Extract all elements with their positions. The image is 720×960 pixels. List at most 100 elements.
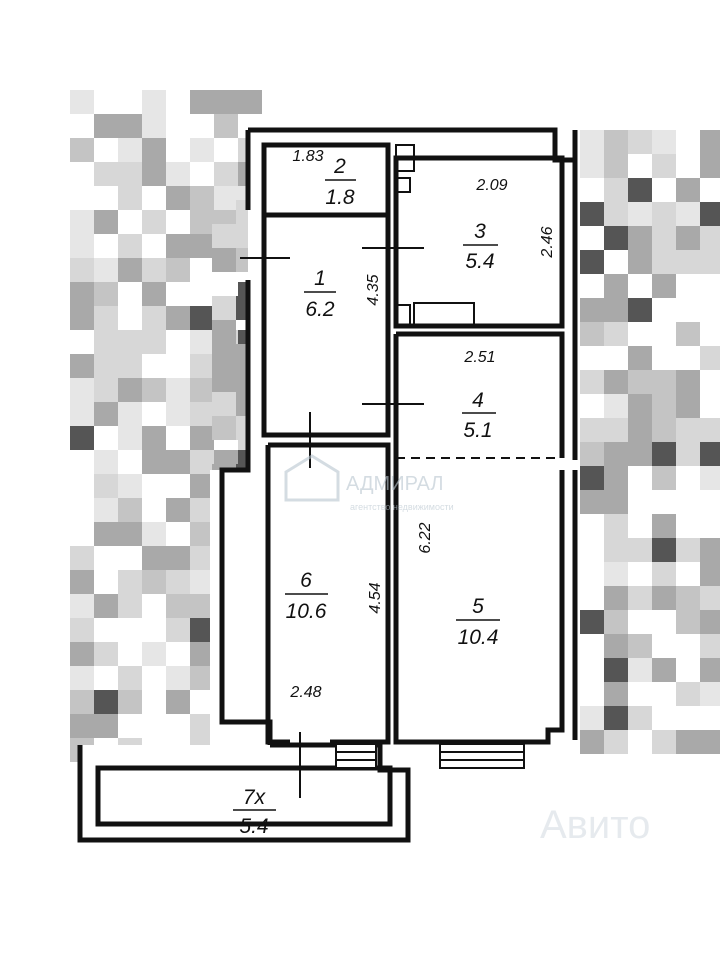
pixel-block [94, 450, 118, 474]
pixel-block [94, 690, 118, 714]
pixel-block [652, 442, 676, 466]
wall-balcony-outer [77, 742, 411, 843]
wall-balcony [95, 765, 393, 827]
dim-4-54: 4.54 [367, 582, 384, 613]
pixel-block [212, 296, 236, 320]
pixel-block [166, 378, 190, 402]
pixel-block [652, 730, 676, 754]
pixel-block [142, 114, 166, 138]
walls [77, 127, 578, 843]
pixel-block [166, 570, 190, 594]
pixel-block [628, 586, 652, 610]
pixel-block [94, 354, 118, 378]
pixel-block [94, 642, 118, 666]
pixel-block [676, 682, 700, 706]
pixel-block [142, 210, 166, 234]
pixel-block [142, 378, 166, 402]
pixel-block [676, 442, 700, 466]
pixel-block [676, 586, 700, 610]
pixel-block [94, 402, 118, 426]
pixel-block [166, 666, 190, 690]
pixel-block [700, 154, 720, 178]
pixel-block [604, 586, 628, 610]
pixel-block [118, 378, 142, 402]
pixel-block [190, 354, 214, 378]
pixel-block [628, 370, 652, 394]
pixel-block [118, 426, 142, 450]
pixel-block [70, 378, 94, 402]
pixel-block [214, 162, 238, 186]
pixel-block [604, 130, 628, 154]
pixel-block [118, 498, 142, 522]
pixel-block [142, 642, 166, 666]
pixel-block [118, 690, 142, 714]
pixel-block [118, 162, 142, 186]
pixel-block [628, 226, 652, 250]
pixel-block [604, 154, 628, 178]
pixel-block [628, 658, 652, 682]
pixel-block [700, 346, 720, 370]
window-1 [335, 743, 377, 769]
pixel-block [190, 378, 214, 402]
room-4-number: 4 [472, 389, 484, 412]
pixel-block [70, 666, 94, 690]
pixel-block [604, 322, 628, 346]
pixel-block [190, 426, 214, 450]
pixel-block [676, 226, 700, 250]
pixel-block [580, 706, 604, 730]
pixel-block [652, 514, 676, 538]
pixel-block [652, 658, 676, 682]
pixel-block [118, 354, 142, 378]
pixel-block [94, 522, 118, 546]
pixel-block [604, 514, 628, 538]
pixel-block [94, 306, 118, 330]
pixel-block [142, 450, 166, 474]
pixel-block [118, 474, 142, 498]
pixel-block [118, 522, 142, 546]
pixel-block [700, 130, 720, 154]
pixel-block [604, 658, 628, 682]
room-7-number: 7х [243, 786, 267, 809]
pixel-block [70, 234, 94, 258]
pixel-block [604, 490, 628, 514]
pixel-block [166, 234, 190, 258]
fixture-lower [395, 304, 411, 326]
room-6-area: 10.6 [286, 600, 327, 623]
pixel-block [604, 298, 628, 322]
window-2 [439, 743, 525, 769]
wall-room-4 [396, 331, 565, 458]
pixel-block [118, 594, 142, 618]
pixel-block [190, 138, 214, 162]
pixel-block [628, 394, 652, 418]
pixel-block [94, 330, 118, 354]
wall-room-1 [261, 215, 391, 438]
pixel-block [628, 706, 652, 730]
pixel-block [628, 442, 652, 466]
windows [335, 743, 525, 769]
pixel-block [580, 466, 604, 490]
pixel-block [700, 682, 720, 706]
room-2-number: 2 [333, 155, 346, 178]
pixel-block [676, 394, 700, 418]
dashed-partitions [264, 214, 560, 459]
pixel-block [70, 642, 94, 666]
outer-wall [219, 127, 578, 745]
pixel-block [652, 226, 676, 250]
pixel-block [212, 368, 236, 392]
pixel-block [580, 322, 604, 346]
pixel-block [212, 320, 236, 344]
pixel-block [166, 546, 190, 570]
pixel-block [580, 610, 604, 634]
pixel-block [212, 416, 236, 440]
pixel-block [70, 714, 94, 738]
pixel-block [212, 224, 236, 248]
pixel-block [94, 162, 118, 186]
pixel-block [70, 138, 94, 162]
room-7-area: 5.4 [239, 815, 268, 838]
pixel-block [628, 130, 652, 154]
pixel-block [628, 418, 652, 442]
agency-watermark: АДМИРАЛ агентство недвижимости [284, 454, 454, 512]
pixel-block [652, 538, 676, 562]
pixel-block [628, 178, 652, 202]
